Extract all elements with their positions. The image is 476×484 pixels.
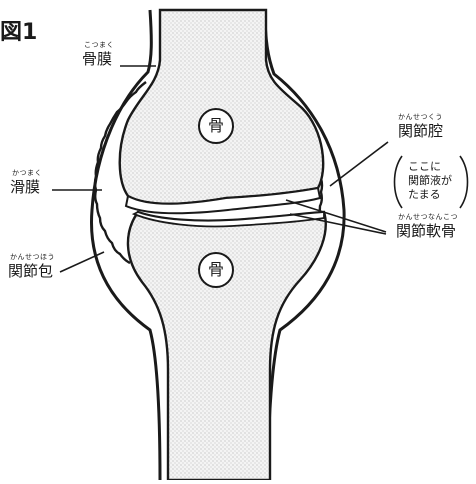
joint-cavity-label: 関節腔 [398,124,443,139]
periosteum-label: 骨膜 [82,52,112,67]
articular-cartilage-reading: かんせつなんこつ [398,214,458,221]
note-paren-left [395,156,403,208]
figure-label: 図1 [0,14,37,46]
bone-marker-bottom: 骨 [198,252,234,288]
joint-cavity-note-3: たまる [408,188,441,202]
joint-cavity-note-1: ここに [408,160,441,174]
joint-capsule-label: 関節包 [8,264,53,279]
synovium-label: 滑膜 [10,180,40,195]
note-paren-right [460,156,468,208]
bone-marker-top: 骨 [198,108,234,144]
synovium-reading: かつまく [12,170,42,177]
leader-joint-cavity [330,142,388,186]
periosteum-reading: こつまく [84,42,114,49]
lower-bone [128,212,326,480]
joint-capsule-reading: かんせつほう [10,254,55,261]
joint-cavity-note-2: 関節液が [408,174,452,188]
joint-cavity-reading: かんせつくう [398,114,443,121]
articular-cartilage-label: 関節軟骨 [396,224,456,239]
